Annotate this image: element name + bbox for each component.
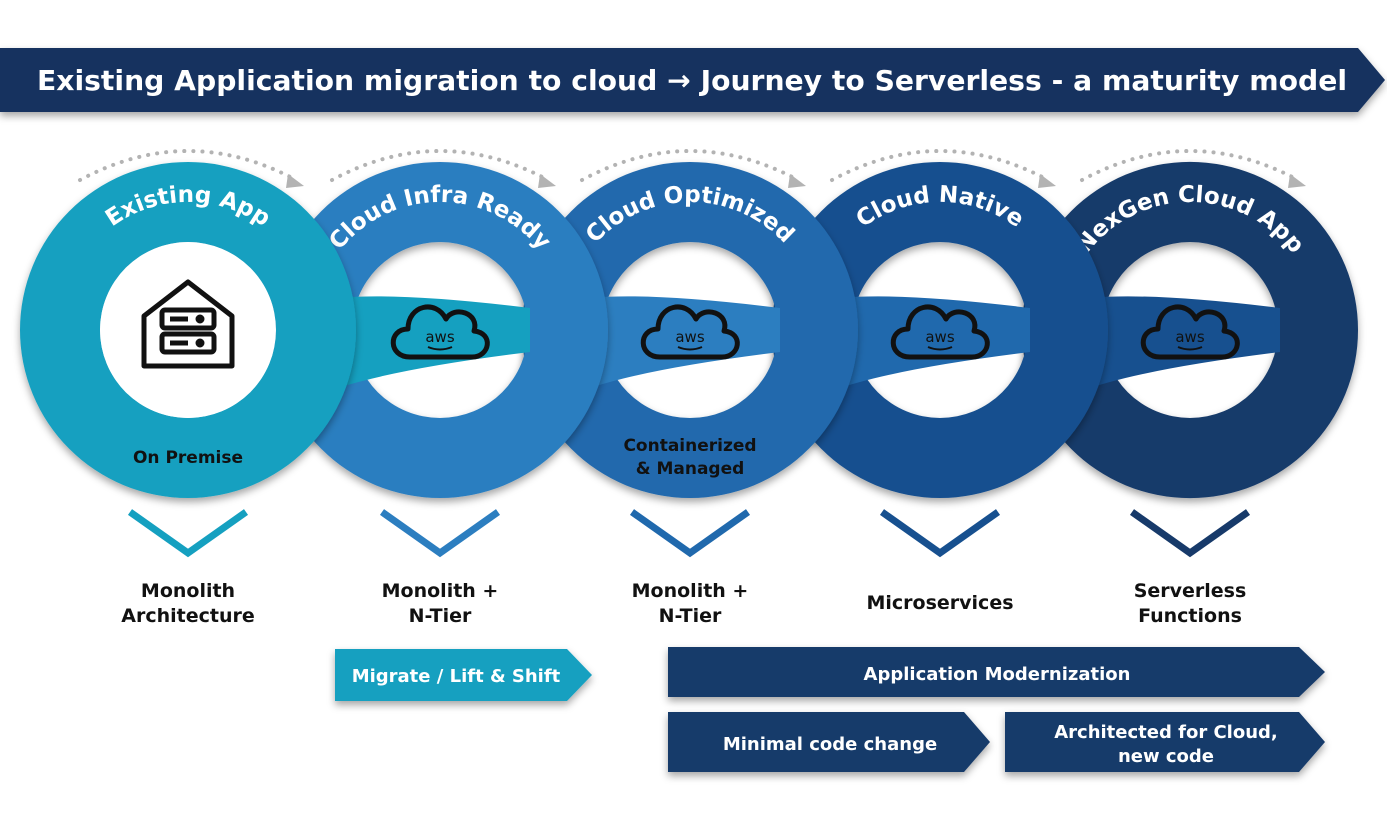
ring-shape	[522, 162, 858, 498]
dotted-arrowhead	[286, 174, 304, 188]
architecture-label: N-Tier	[659, 605, 722, 627]
chevron-down-icon	[629, 509, 751, 558]
stage-inner-label: Containerized	[623, 436, 756, 456]
minimal-change-arrow-label: Minimal code change	[723, 734, 937, 755]
dotted-arrowhead	[538, 174, 556, 188]
ring-shape	[272, 162, 608, 498]
connector-band	[590, 296, 780, 388]
chevron-down-icon	[379, 509, 501, 558]
ring-shape	[1022, 161, 1358, 499]
aws-text: aws	[1175, 328, 1204, 346]
aws-cloud-icon: aws	[1140, 304, 1240, 360]
dotted-arrowhead	[788, 174, 806, 188]
minimal-change-arrow: Minimal code change	[668, 712, 990, 772]
architected-arrow-shape	[1005, 712, 1325, 772]
title-banner-shape	[0, 48, 1385, 112]
stage-inner-label: & Managed	[636, 459, 745, 479]
architecture-label: Architecture	[121, 605, 254, 627]
connector-band	[338, 296, 530, 388]
architecture-label: Microservices	[866, 592, 1013, 614]
architected-arrow-label-line2: new code	[1118, 746, 1214, 767]
dotted-arrow-4	[830, 149, 1056, 188]
migrate-arrow-shape	[335, 649, 592, 701]
chevron-down-icon	[127, 509, 249, 558]
progress-dotted-arrows	[78, 149, 1306, 188]
architecture-label: Monolith	[141, 580, 235, 602]
dotted-arrowhead	[1288, 174, 1306, 188]
aws-text: aws	[675, 328, 704, 346]
dotted-arrowhead	[1038, 174, 1056, 188]
aws-cloud-icon: aws	[890, 304, 990, 360]
architecture-label: Functions	[1138, 605, 1242, 627]
connector-band	[1090, 296, 1280, 388]
chevron-down-icon	[1129, 509, 1251, 558]
server-building-icon	[141, 279, 235, 369]
modernization-arrow: Application Modernization	[668, 647, 1325, 697]
architecture-label: N-Tier	[409, 605, 472, 627]
page-title: Existing Application migration to cloud …	[37, 64, 1347, 97]
architecture-label: Serverless	[1134, 580, 1247, 602]
aws-cloud-icon: aws	[640, 304, 740, 360]
ring-shape	[772, 162, 1108, 498]
chevron-down-icon	[879, 509, 1001, 558]
title-banner: Existing Application migration to cloud …	[0, 48, 1385, 112]
dotted-arrow-5	[1080, 149, 1306, 188]
ring-shape	[20, 162, 356, 498]
architecture-label: Monolith +	[382, 580, 499, 602]
modernization-arrow-label: Application Modernization	[864, 664, 1131, 685]
migrate-arrow: Migrate / Lift & Shift	[335, 649, 592, 701]
dotted-arrow-2	[330, 149, 556, 188]
aws-cloud-icon: aws	[390, 304, 490, 360]
aws-text: aws	[925, 328, 954, 346]
dotted-arrow-1	[78, 149, 304, 188]
connector-band	[840, 296, 1030, 388]
stage-inner-label: On Premise	[133, 448, 243, 468]
aws-text: aws	[425, 328, 454, 346]
architected-arrow: Architected for Cloud, new code	[1005, 712, 1325, 772]
dotted-arrow-3	[580, 149, 806, 188]
migrate-arrow-label: Migrate / Lift & Shift	[352, 666, 561, 687]
architecture-label: Monolith +	[632, 580, 749, 602]
architected-arrow-label-line1: Architected for Cloud,	[1054, 722, 1278, 743]
minimal-change-arrow-shape	[668, 712, 990, 772]
modernization-arrow-shape	[668, 647, 1325, 697]
